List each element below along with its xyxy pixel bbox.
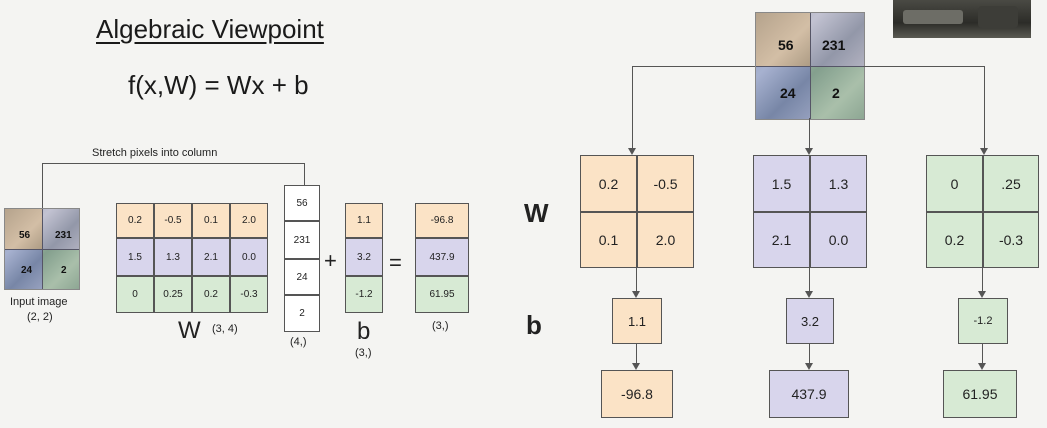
b-row-label: b	[526, 310, 542, 340]
pixel-value: 2	[832, 85, 840, 101]
w-label: W	[178, 317, 201, 344]
pixel-value: 231	[55, 230, 72, 241]
b-cell: 1.1	[345, 203, 383, 238]
equals-sign: =	[389, 250, 402, 275]
arrow-icon	[805, 291, 813, 298]
template-w-cell: -0.5	[637, 155, 694, 212]
arrow-icon	[632, 363, 640, 370]
arrow-icon	[978, 291, 986, 298]
w-cell: -0.3	[230, 276, 268, 313]
connector-line	[42, 163, 43, 208]
b-cell: 3.2	[345, 238, 383, 276]
w-cell: 0.2	[116, 203, 154, 238]
w-row-label: W	[524, 198, 549, 228]
template-bias-1: 1.1	[612, 298, 662, 344]
template-bias-3: -1.2	[958, 298, 1008, 344]
pixel-value: 2	[61, 265, 67, 276]
connector-line	[42, 163, 304, 164]
formula: f(x,W) = Wx + b	[128, 70, 309, 100]
pixel-value: 56	[19, 230, 31, 241]
template-bias-2: 3.2	[786, 298, 834, 344]
slide-title: Algebraic Viewpoint	[96, 14, 324, 44]
arrow-icon	[805, 363, 813, 370]
input-image: 56 231 24 2	[4, 208, 80, 290]
connector-line	[809, 118, 810, 149]
w-cell: 0.25	[154, 276, 192, 313]
arrow-icon	[628, 148, 636, 155]
out-shape: (3,)	[432, 320, 449, 332]
template-w-cell: 0.0	[810, 212, 867, 268]
connector-line	[632, 66, 633, 149]
connector-line	[982, 268, 983, 292]
x-shape: (4,)	[290, 336, 307, 348]
x-cell: 231	[284, 221, 320, 259]
out-cell: 61.95	[415, 276, 469, 313]
template-score-3: 61.95	[943, 370, 1017, 418]
connector-line	[984, 66, 985, 149]
pixel-value: 24	[21, 265, 33, 276]
pixel-value: 231	[822, 37, 846, 53]
template-score-2: 437.9	[769, 370, 849, 418]
template-w-cell: 2.0	[637, 212, 694, 268]
template-score-1: -96.8	[601, 370, 673, 418]
connector-line	[632, 66, 755, 67]
plus-sign: +	[324, 248, 337, 273]
w-cell: 0.1	[192, 203, 230, 238]
template-w-cell: 1.5	[753, 155, 810, 212]
out-cell: -96.8	[415, 203, 469, 238]
w-shape: (3, 4)	[212, 323, 238, 335]
template-w-cell: 0.2	[926, 212, 983, 268]
connector-line	[809, 268, 810, 292]
stretch-label: Stretch pixels into column	[92, 147, 218, 159]
template-w-cell: 2.1	[753, 212, 810, 268]
w-cell: -0.5	[154, 203, 192, 238]
w-cell: 1.5	[116, 238, 154, 276]
pixel-value: 56	[778, 37, 794, 53]
out-cell: 437.9	[415, 238, 469, 276]
connector-line	[982, 344, 983, 364]
x-cell: 56	[284, 185, 320, 221]
arrow-icon	[978, 363, 986, 370]
w-cell: 2.0	[230, 203, 268, 238]
x-cell: 24	[284, 259, 320, 295]
b-cell: -1.2	[345, 276, 383, 313]
w-cell: 0	[116, 276, 154, 313]
template-w-cell: 0.2	[580, 155, 637, 212]
w-cell: 0.0	[230, 238, 268, 276]
template-w-cell: .25	[983, 155, 1039, 212]
template-w-cell: -0.3	[983, 212, 1039, 268]
template-image: 56 231 24 2	[755, 12, 865, 120]
arrow-icon	[632, 291, 640, 298]
b-shape: (3,)	[355, 347, 372, 359]
connector-line	[304, 163, 305, 185]
connector-line	[809, 344, 810, 364]
arrow-icon	[980, 148, 988, 155]
w-cell: 1.3	[154, 238, 192, 276]
w-cell: 0.2	[192, 276, 230, 313]
x-cell: 2	[284, 295, 320, 332]
arrow-icon	[805, 148, 813, 155]
b-label: b	[357, 318, 371, 345]
connector-line	[863, 66, 984, 67]
connector-line	[636, 344, 637, 364]
connector-line	[636, 268, 637, 292]
webcam-thumbnail	[893, 0, 1031, 38]
input-image-label: Input image	[10, 296, 68, 308]
template-w-cell: 0.1	[580, 212, 637, 268]
template-w-cell: 0	[926, 155, 983, 212]
w-cell: 2.1	[192, 238, 230, 276]
pixel-value: 24	[780, 85, 796, 101]
template-w-cell: 1.3	[810, 155, 867, 212]
input-image-shape: (2, 2)	[27, 311, 53, 323]
